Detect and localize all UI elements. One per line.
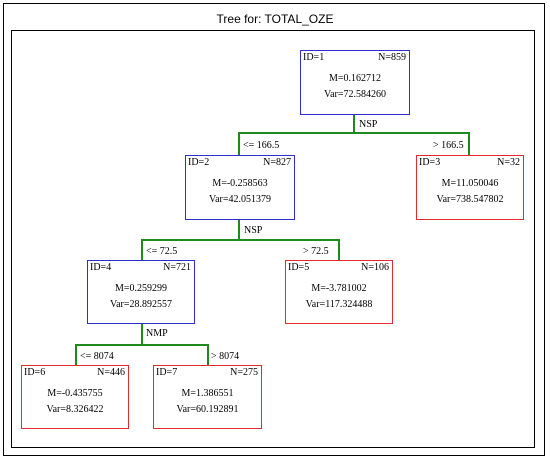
branch-bar-1 <box>238 132 470 134</box>
node-id: ID=6 <box>24 367 46 378</box>
node-mean: M=-0.258563 <box>212 178 268 189</box>
node-count: N=106 <box>361 262 389 273</box>
node-count: N=721 <box>163 262 191 273</box>
node-variance: Var=738.547802 <box>436 194 504 205</box>
node-id: ID=5 <box>288 262 310 273</box>
node-variance: Var=42.051379 <box>208 194 272 205</box>
tree-node-6: ID=6 N=446 M=-0.435755 Var=8.326422 <box>21 365 129 429</box>
node-count: N=275 <box>230 367 258 378</box>
node-variance: Var=72.584260 <box>323 89 387 100</box>
tree-node-5: ID=5 N=106 M=-3.781002 Var=117.324488 <box>285 260 393 324</box>
node-mean: M=-3.781002 <box>311 283 367 294</box>
split-left-label-4: <= 8074 <box>80 351 114 362</box>
split-variable-1: NSP <box>359 119 378 130</box>
node-mean: M=11.050046 <box>441 178 499 189</box>
node-id: ID=7 <box>156 367 178 378</box>
node-mean: M=0.259299 <box>114 283 168 294</box>
node-mean: M=1.386551 <box>181 388 234 399</box>
tree-node-4: ID=4 N=721 M=0.259299 Var=28.892557 <box>87 260 195 324</box>
branch-left-4 <box>75 344 77 366</box>
node-variance: Var=28.892557 <box>109 299 173 310</box>
node-id: ID=3 <box>419 157 441 168</box>
branch-bar-4 <box>75 344 209 346</box>
tree-panel <box>11 30 535 448</box>
branch-stem-4 <box>141 324 143 345</box>
split-right-label-4: > 8074 <box>211 351 240 362</box>
split-variable-4: NMP <box>146 328 168 339</box>
branch-stem-2 <box>238 220 240 240</box>
branch-left-2 <box>141 239 143 261</box>
node-mean: M=-0.435755 <box>47 388 103 399</box>
split-left-label-2: <= 72.5 <box>146 246 178 257</box>
node-count: N=859 <box>378 52 406 63</box>
node-variance: Var=60.192891 <box>176 404 239 415</box>
node-id: ID=2 <box>188 157 210 168</box>
branch-right-1 <box>468 132 470 155</box>
tree-node-7: ID=7 N=275 M=1.386551 Var=60.192891 <box>153 365 262 429</box>
branch-right-4 <box>207 344 209 366</box>
branch-right-2 <box>338 239 340 261</box>
tree-node-3: ID=3 N=32 M=11.050046 Var=738.547802 <box>416 155 524 220</box>
node-count: N=32 <box>497 157 520 168</box>
node-count: N=827 <box>263 157 291 168</box>
node-count: N=446 <box>97 367 125 378</box>
branch-left-1 <box>238 132 240 155</box>
split-left-label-1: <= 166.5 <box>243 140 280 151</box>
split-variable-2: NSP <box>244 225 263 236</box>
branch-stem-1 <box>353 115 355 133</box>
node-variance: Var=117.324488 <box>305 299 373 310</box>
tree-title: Tree for: TOTAL_OZE <box>216 12 334 26</box>
node-mean: M=0.162712 <box>328 73 382 84</box>
tree-node-1: ID=1 N=859 M=0.162712 Var=72.584260 <box>300 50 410 115</box>
node-id: ID=4 <box>90 262 112 273</box>
outer-frame <box>3 3 545 456</box>
split-right-label-1: > 166.5 <box>433 140 464 151</box>
tree-node-2: ID=2 N=827 M=-0.258563 Var=42.051379 <box>185 155 295 220</box>
node-id: ID=1 <box>303 52 325 63</box>
node-variance: Var=8.326422 <box>46 404 104 415</box>
split-right-label-2: > 72.5 <box>303 246 329 257</box>
branch-bar-2 <box>141 239 340 241</box>
